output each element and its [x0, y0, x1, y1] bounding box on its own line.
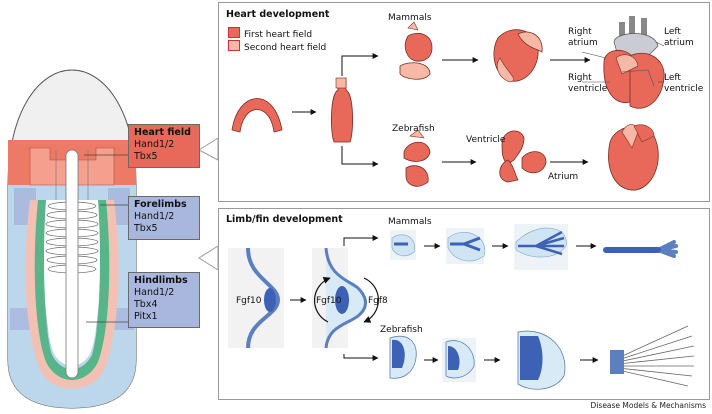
right-atrium-text: Right atrium	[568, 27, 598, 48]
first-heart-field-swatch	[228, 27, 240, 38]
zebrafish-fin-stage-3	[517, 330, 566, 390]
lateral-plate-ectoderm	[246, 247, 281, 349]
fgf8-label: Fgf8	[368, 296, 388, 306]
hindlimbs-title: Hindlimbs	[134, 275, 188, 286]
arrow-to-zebrafish	[341, 146, 379, 167]
right-atrium-label: Right atrium	[568, 27, 598, 49]
feedback-arrow-left	[313, 276, 331, 323]
heart-panel-drawing	[231, 16, 665, 191]
mammal-limb-adult	[603, 240, 678, 258]
hindlimbs-gene-2: Tbx4	[134, 299, 158, 310]
heart-mammals-label: Mammals	[388, 13, 432, 23]
mammal-developing-heart	[493, 29, 543, 83]
legend-label-first: First heart field	[244, 30, 313, 40]
forelimbs-gene-2: Tbx5	[134, 223, 158, 234]
zebrafish-adult-heart	[608, 124, 659, 191]
left-ventricle-text: Left ventricle	[664, 73, 704, 94]
zebrafish-fin-bud	[389, 335, 417, 379]
forelimbs-gene-1: Hand1/2	[134, 211, 175, 222]
embryo	[7, 69, 137, 409]
linear-heart-tube	[330, 77, 354, 143]
mammal-limb-stage-3	[514, 224, 568, 270]
limb-callout-wedge	[198, 245, 219, 271]
right-ventricle-label: Right ventricle	[568, 73, 607, 95]
mammal-limb-bud	[390, 230, 416, 260]
heart-field-title: Heart field	[134, 127, 191, 138]
left-atrium-pointer	[655, 41, 665, 47]
heart-zebrafish-label: Zebrafish	[392, 124, 435, 134]
fgf10-domain-1	[264, 288, 276, 312]
zebrafish-fin-stage-2	[442, 338, 476, 382]
arrow-to-zebrafish-fin	[343, 354, 379, 361]
fgf10-label-2: Fgf10	[316, 296, 342, 306]
limb-zebrafish-label: Zebrafish	[380, 325, 423, 335]
hindlimbs-gene-1: Hand1/2	[134, 287, 175, 298]
heart-gene-2: Tbx5	[134, 151, 158, 162]
right-atrium-pointer	[581, 51, 607, 59]
heart-callout-wedge	[198, 137, 219, 161]
limb-panel-title: Limb/fin development	[226, 214, 343, 225]
right-ventricle-text: Right ventricle	[568, 73, 608, 94]
atrium-label: Atrium	[548, 172, 579, 182]
zebrafish-looping-heart	[403, 129, 431, 187]
fgf10-label-1: Fgf10	[236, 296, 262, 306]
journal-credit: Disease Models & Mechanisms	[590, 401, 706, 410]
legend-second-heart-field: Second heart field	[228, 40, 326, 54]
cardiac-crescent	[231, 98, 283, 133]
zebrafish-adult-fin	[610, 325, 695, 387]
left-atrium-label: Left atrium	[664, 27, 694, 49]
arrow-to-mammals	[341, 53, 379, 76]
hindlimbs-gene-3: Pitx1	[134, 311, 158, 322]
legend-first-heart-field: First heart field	[228, 27, 312, 41]
hindlimbs-box: Hindlimbs Hand1/2 Tbx4 Pitx1	[128, 272, 200, 328]
legend-label-second: Second heart field	[244, 43, 327, 53]
arrow-to-mammal-limb	[343, 235, 379, 246]
left-atrium-text: Left atrium	[664, 27, 694, 48]
ventricle-label: Ventricle	[466, 135, 506, 145]
heart-panel-title: Heart development	[226, 9, 330, 20]
feedback-arrow-right	[363, 277, 380, 323]
forelimbs-box: Forelimbs Hand1/2 Tbx5	[128, 196, 200, 240]
forelimbs-title: Forelimbs	[134, 199, 187, 210]
mammal-limb-stage-2	[446, 228, 486, 264]
fgf10-domain-2	[335, 286, 349, 314]
mammal-looping-heart	[399, 21, 433, 80]
heart-gene-1: Hand1/2	[134, 139, 175, 150]
limb-mammals-label: Mammals	[388, 217, 432, 227]
left-ventricle-label: Left ventricle	[664, 73, 703, 95]
second-heart-field-swatch	[228, 40, 240, 51]
heart-field-box: Heart field Hand1/2 Tbx5	[128, 124, 200, 168]
mammal-adult-heart	[603, 16, 665, 109]
limb-panel-drawing	[228, 224, 695, 390]
zebrafish-developing-heart	[499, 130, 547, 183]
